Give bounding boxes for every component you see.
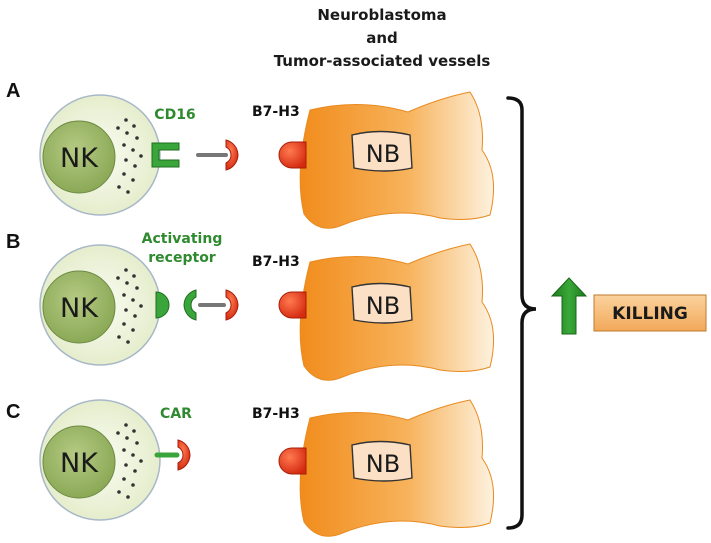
nb-label-c: NB bbox=[366, 450, 400, 478]
granules-a bbox=[116, 118, 143, 194]
b7h3-ligand-c bbox=[278, 447, 307, 475]
up-arrow-icon bbox=[550, 277, 588, 335]
nk-cell-b: NK bbox=[39, 244, 161, 366]
tumor-cell-c: NB bbox=[299, 399, 495, 537]
receptor-label-b-line1: Activating bbox=[142, 231, 223, 247]
granules-c bbox=[116, 423, 143, 499]
ligand-label-a: B7-H3 bbox=[252, 104, 300, 120]
nk-cell-a: NK bbox=[39, 94, 161, 216]
header-line-2: and bbox=[366, 29, 398, 47]
receptor-label-c: CAR bbox=[160, 406, 192, 422]
header-line-3: Tumor-associated vessels bbox=[274, 52, 491, 70]
panel-letter-a: A bbox=[6, 80, 20, 102]
nk-label-c: NK bbox=[60, 448, 99, 479]
panel-letter-c: C bbox=[6, 401, 20, 423]
receptor-label-b-line2: receptor bbox=[148, 250, 216, 266]
panel-letter-b: B bbox=[6, 231, 20, 253]
header-line-1: Neuroblastoma bbox=[317, 6, 446, 24]
engager-green-cup bbox=[183, 289, 197, 321]
right-brace bbox=[506, 96, 537, 530]
granules-b bbox=[116, 268, 143, 344]
ligand-label-c: B7-H3 bbox=[252, 406, 300, 422]
panel-c: C NK CAR B7-H3 NB bbox=[6, 399, 495, 537]
engager-red-cup bbox=[225, 289, 239, 321]
nk-label-a: NK bbox=[60, 143, 99, 174]
killing-label: KILLING bbox=[612, 304, 688, 324]
tumor-cell-b: NB bbox=[299, 243, 495, 381]
nb-label-b: NB bbox=[366, 292, 400, 320]
b7h3-ligand-a bbox=[278, 141, 307, 169]
car-red-cup bbox=[177, 439, 191, 471]
nk-cell-c: NK bbox=[39, 399, 161, 521]
tumor-cell-a: NB bbox=[299, 91, 495, 229]
b7h3-ligand-b bbox=[278, 291, 307, 319]
panel-a: A NK CD16 B7-H3 NB bbox=[6, 80, 495, 229]
killing-box: KILLING bbox=[593, 294, 707, 332]
antibody-cup-a bbox=[225, 139, 239, 171]
receptor-label-a: CD16 bbox=[154, 107, 195, 123]
nb-label-a: NB bbox=[366, 140, 400, 168]
panel-b: B NK Activating receptor B7-H3 NB bbox=[6, 231, 495, 381]
ligand-label-b: B7-H3 bbox=[252, 254, 300, 270]
cd16-receptor bbox=[151, 142, 180, 168]
activating-receptor bbox=[155, 291, 170, 319]
nk-label-b: NK bbox=[60, 293, 99, 324]
